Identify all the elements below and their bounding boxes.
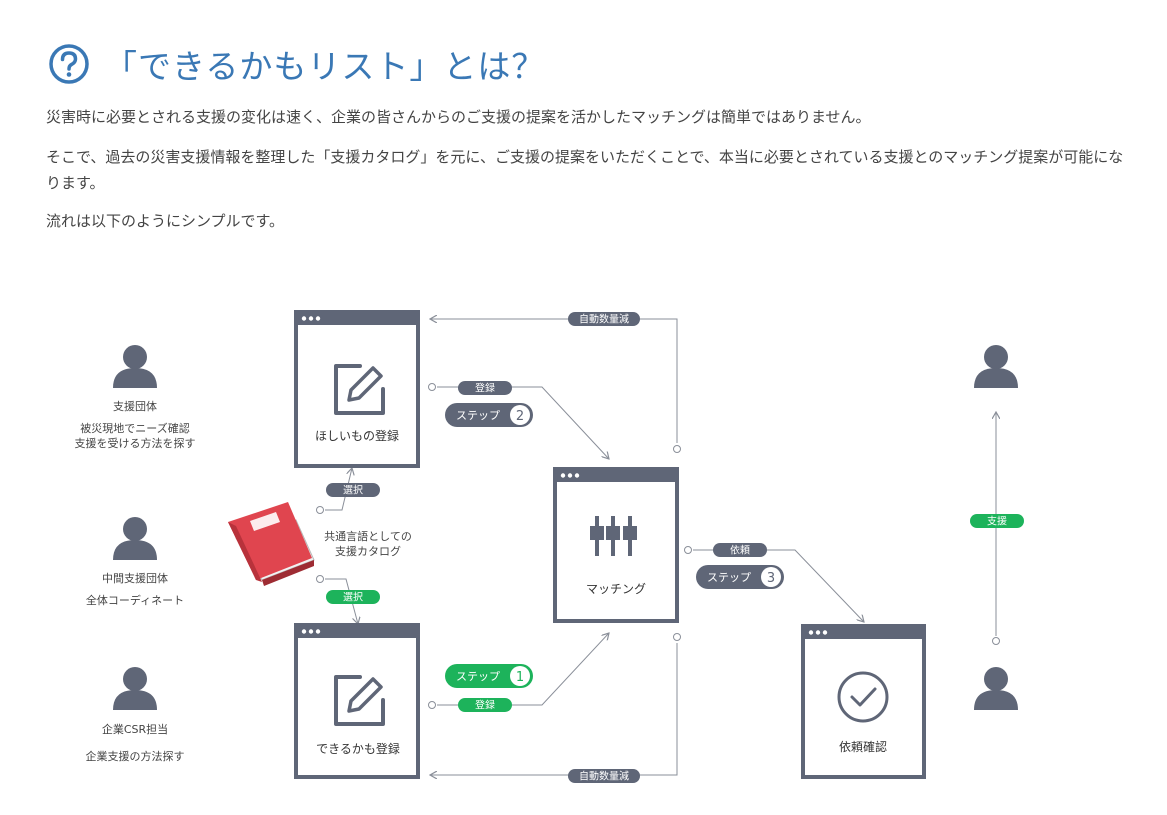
intermediate-org-user-icon (113, 517, 157, 560)
matching-box[interactable]: マッチング (553, 467, 679, 623)
register-bottom-dot (428, 701, 436, 709)
svg-text:ステップ: ステップ (456, 670, 500, 683)
corporate-user-icon (113, 667, 157, 710)
select-bottom-badge: 選択 (326, 590, 380, 604)
request-confirm-label: 依頼確認 (839, 739, 887, 754)
corporate-desc: 企業支援の方法探す (86, 749, 185, 763)
select-bottom-dot (316, 575, 324, 583)
auto-decrease-top-badge: 自動数量減 (568, 312, 640, 326)
svg-text:3: 3 (767, 571, 775, 586)
catalog-caption-line2: 支援カタログ (335, 544, 401, 558)
svg-text:自動数量減: 自動数量減 (579, 313, 629, 326)
select-top-dot (316, 506, 324, 514)
register-top-dot (428, 383, 436, 391)
intermediate-org-name: 中間支援団体 (102, 571, 168, 585)
intro-paragraph-2: そこで、過去の災害支援情報を整理した「支援カタログ」を元に、ご支援の提案をいただ… (46, 148, 1124, 192)
auto-decrease-bottom-badge: 自動数量減 (568, 769, 640, 783)
corporate-name: 企業CSR担当 (102, 722, 168, 736)
matching-label: マッチング (586, 582, 646, 596)
select-bottom-line (325, 578, 358, 624)
cando-register-label: できるかも登録 (316, 741, 400, 756)
register-bottom-badge: 登録 (458, 698, 512, 712)
step-1-badge: ステップ 1 (445, 664, 533, 688)
svg-text:依頼: 依頼 (730, 544, 750, 557)
edit-icon (334, 675, 385, 726)
catalog-book-icon (228, 502, 315, 586)
support-org-user-icon (113, 345, 157, 388)
svg-text:登録: 登録 (475, 699, 495, 712)
support-org-desc-2: 支援を受ける方法を探す (75, 436, 196, 450)
intro-paragraph-3: 流れは以下のようにシンプルです。 (46, 212, 285, 230)
svg-text:選択: 選択 (343, 591, 363, 604)
request-dot (684, 546, 692, 554)
wants-register-box[interactable]: ほしいもの登録 (294, 310, 420, 468)
support-dot (992, 637, 1000, 645)
provider-user-icon (974, 667, 1018, 710)
step-3-badge: ステップ 3 (696, 565, 784, 589)
svg-text:2: 2 (516, 409, 524, 424)
edit-icon (334, 364, 385, 415)
select-top-badge: 選択 (326, 483, 380, 497)
check-circle-icon (837, 671, 889, 723)
cando-register-box[interactable]: できるかも登録 (294, 623, 420, 779)
auto-decrease-top-line (430, 319, 678, 443)
mixer-icon (590, 516, 637, 556)
svg-text:ステップ: ステップ (456, 409, 500, 422)
svg-text:選択: 選択 (343, 484, 363, 497)
recipient-user-icon (974, 345, 1018, 388)
svg-text:1: 1 (516, 670, 524, 685)
auto-decrease-top-dot (673, 445, 681, 453)
svg-text:支援: 支援 (987, 515, 1007, 528)
step-2-badge: ステップ 2 (445, 403, 533, 427)
register-top-badge: 登録 (458, 381, 512, 395)
intermediate-org-desc: 全体コーディネート (86, 593, 184, 607)
auto-decrease-bottom-line (430, 643, 678, 775)
page-title: 「できるかもリスト」とは？ (104, 47, 546, 86)
wants-register-label: ほしいもの登録 (315, 428, 399, 443)
support-badge: 支援 (970, 514, 1024, 528)
intro-paragraph-1: 災害時に必要とされる支援の変化は速く、企業の皆さんからのご支援の提案を活かしたマ… (46, 108, 871, 126)
svg-text:登録: 登録 (475, 382, 495, 395)
svg-text:ステップ: ステップ (707, 571, 751, 584)
svg-text:自動数量減: 自動数量減 (579, 770, 629, 783)
request-badge: 依頼 (713, 543, 767, 557)
question-circle-icon (49, 44, 89, 84)
catalog-caption-line1: 共通言語としての (324, 529, 412, 543)
auto-decrease-bottom-dot (673, 633, 681, 641)
page-header: 「できるかもリスト」とは？ (48, 38, 545, 90)
request-confirm-box[interactable]: 依頼確認 (801, 624, 926, 779)
select-top-line (325, 468, 352, 511)
support-org-desc-1: 被災現地でニーズ確認 (80, 421, 189, 435)
support-org-name: 支援団体 (113, 399, 157, 413)
